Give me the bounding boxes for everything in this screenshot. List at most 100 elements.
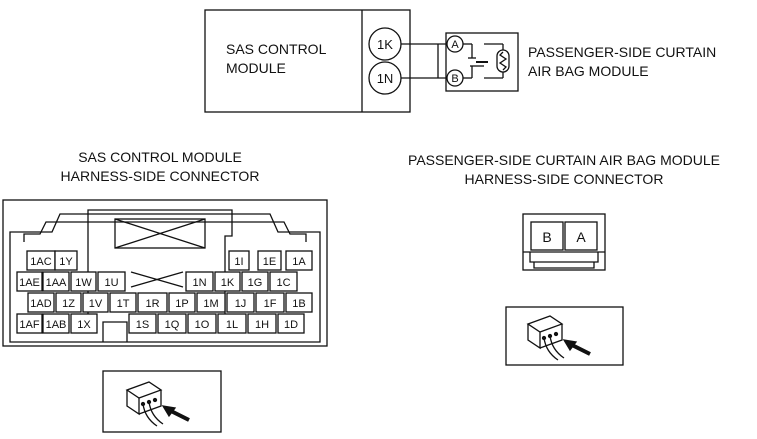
module-label-line1: SAS CONTROL	[226, 41, 327, 57]
sas-pin-label: 1M	[203, 298, 218, 310]
sas-pin: 1U	[97, 271, 126, 292]
sas-pin-cell	[27, 292, 55, 313]
sas-pin-cell	[255, 292, 285, 313]
sas-pin-cell	[241, 271, 269, 292]
airbag-module-symbol: A B PASSENGER-SIDE CURTAIN AIR BAG MODUL…	[445, 32, 716, 92]
sas-pin-label: 1AC	[30, 256, 51, 268]
sas-pin-cell	[109, 292, 137, 313]
sas-pin: 1T	[109, 292, 137, 313]
sas-pin-cell	[285, 250, 313, 271]
connector-pin-a: A	[451, 39, 459, 51]
sas-pin-cell	[196, 292, 226, 313]
sas-pin-label: 1G	[248, 277, 263, 289]
sas-pin-label: 1E	[263, 256, 276, 268]
sas-pin-cell	[168, 292, 196, 313]
probe-view-icon	[505, 306, 624, 366]
sas-control-module-box: SAS CONTROL MODULE 1K 1N	[204, 9, 411, 113]
sas-pin: 1S	[128, 313, 157, 334]
sas-pin-cell	[277, 313, 305, 334]
sas-pin-label: 1S	[136, 319, 149, 331]
sas-pin-cell	[269, 271, 298, 292]
sas-pin: 1N	[185, 271, 214, 292]
sas-pin: 1F	[255, 292, 285, 313]
airbag-pin-a: A	[576, 229, 586, 245]
sas-pin: 1L	[217, 313, 247, 334]
sas-pin-cell	[257, 250, 282, 271]
sas-pin-label: 1J	[235, 298, 247, 310]
sas-pin-label: 1W	[75, 277, 92, 289]
sas-pin-label: 1H	[255, 319, 269, 331]
sas-pin: 1K	[214, 271, 241, 292]
sas-pin-label: 1AA	[46, 277, 67, 289]
sas-pin: 1E	[257, 250, 282, 271]
sas-pin: 1V	[82, 292, 109, 313]
sas-pin-cell	[70, 271, 97, 292]
wiring-lines	[401, 43, 446, 79]
sas-pin-cell	[97, 271, 126, 292]
sas-pin-label: 1N	[192, 277, 206, 289]
sas-pin-cell	[128, 313, 157, 334]
sas-connector-title-line1: SAS CONTROL MODULE	[78, 149, 242, 165]
airbag-connector-view: PASSENGER-SIDE CURTAIN AIR BAG MODULE HA…	[408, 152, 720, 271]
sas-pin-label: 1C	[276, 277, 290, 289]
sas-pin-label: 1P	[175, 298, 188, 310]
connector-pin-b: B	[451, 73, 458, 85]
sas-pin-label: 1D	[284, 319, 298, 331]
sas-pin: 1W	[70, 271, 97, 292]
terminal-1k: 1K	[377, 37, 393, 52]
sas-pin-cell	[82, 292, 109, 313]
sas-pin-label: 1F	[264, 298, 277, 310]
sas-pin: 1J	[226, 292, 255, 313]
airbag-pin-b: B	[542, 229, 551, 245]
sas-pin-cell	[228, 250, 250, 271]
sas-pin-label: 1V	[89, 298, 103, 310]
sas-pin: 1I	[228, 250, 250, 271]
sas-pin: 1X	[70, 313, 98, 334]
sas-pin-cell	[16, 313, 43, 334]
sas-pin: 1AB	[42, 313, 70, 334]
sas-pin: 1H	[247, 313, 277, 334]
sas-pin-cell	[187, 313, 217, 334]
sas-pin: 1AA	[42, 271, 70, 292]
sas-pin: 1AF	[16, 313, 43, 334]
sas-pin-cell	[185, 271, 214, 292]
probe-view-icon	[102, 370, 222, 433]
sas-pin-cell	[70, 313, 98, 334]
sas-pin-cell	[285, 292, 313, 313]
sas-pin-label: 1R	[145, 298, 159, 310]
sas-pin: 1C	[269, 271, 298, 292]
airbag-connector-title-line1: PASSENGER-SIDE CURTAIN AIR BAG MODULE	[408, 152, 720, 168]
sas-pin: 1R	[137, 292, 168, 313]
sas-pin-label: 1AD	[30, 298, 51, 310]
sas-connector-title-line2: HARNESS-SIDE CONNECTOR	[61, 168, 260, 184]
sas-pin-label: 1B	[292, 298, 305, 310]
sas-pin-label: 1U	[104, 277, 118, 289]
sas-pin: 1Q	[157, 313, 187, 334]
sas-pin: 1A	[285, 250, 313, 271]
sas-pin: 1P	[168, 292, 196, 313]
sas-pin: 1AE	[16, 271, 43, 292]
sas-pin-cell	[226, 292, 255, 313]
sas-pin: 1G	[241, 271, 269, 292]
sas-pin-cell	[247, 313, 277, 334]
sas-pin-cell	[55, 292, 82, 313]
passenger-label-line2: AIR BAG MODULE	[528, 63, 649, 79]
sas-pin-cell	[214, 271, 241, 292]
sas-pin: 1Z	[55, 292, 82, 313]
sas-pin-label: 1X	[77, 319, 91, 331]
sas-pin-label: 1Y	[59, 256, 73, 268]
sas-pin: 1AC	[26, 250, 56, 271]
sas-pin: 1D	[277, 313, 305, 334]
sas-pin-label: 1K	[221, 277, 235, 289]
sas-pin-label: 1AE	[19, 277, 40, 289]
sas-pin-label: 1O	[195, 319, 210, 331]
sas-pin-cell	[54, 250, 78, 271]
sas-pin-label: 1AB	[46, 319, 67, 331]
sas-pin-label: 1I	[234, 256, 243, 268]
sas-pin-cell	[42, 313, 70, 334]
sas-pin-label: 1Q	[165, 319, 180, 331]
sas-pin-cell	[137, 292, 168, 313]
airbag-connector-title-line2: HARNESS-SIDE CONNECTOR	[465, 171, 664, 187]
